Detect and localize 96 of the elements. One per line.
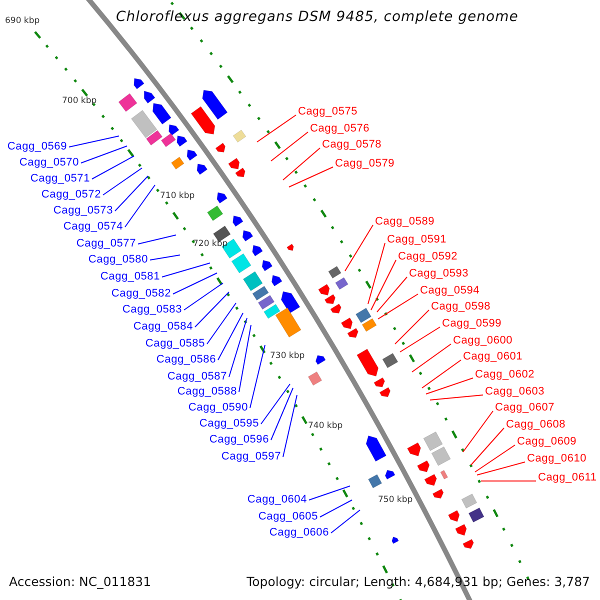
gene-label: Cagg_0600 xyxy=(453,334,513,348)
gene-label: Cagg_0606 xyxy=(269,526,329,540)
leader-line xyxy=(474,444,516,472)
gene-label: Cagg_0607 xyxy=(495,402,555,414)
gene-label: Cagg_0609 xyxy=(517,436,577,448)
position-label: 700 kbp xyxy=(62,96,97,106)
gene-label: Cagg_0595 xyxy=(199,418,259,430)
gene-label: Cagg_0569 xyxy=(7,140,67,154)
gene-label: Cagg_0580 xyxy=(88,254,148,266)
gene-label: Cagg_0582 xyxy=(111,288,171,300)
gene-label: Cagg_0578 xyxy=(322,138,382,152)
gene-label: Cagg_0605 xyxy=(258,510,318,524)
leader-line xyxy=(308,486,350,500)
leader-line xyxy=(462,410,494,452)
gene-label: Cagg_0589 xyxy=(375,216,435,228)
gene-label: Cagg_0587 xyxy=(167,370,227,384)
leader-line xyxy=(256,114,296,142)
gene-label: Cagg_0570 xyxy=(19,156,79,170)
gene-label: Cagg_0572 xyxy=(41,188,101,202)
leader-line xyxy=(470,428,504,466)
leader-line xyxy=(206,302,236,344)
title: Chloroflexus aggregans DSM 9485, complete genome xyxy=(116,9,518,25)
leader-line xyxy=(378,294,418,320)
leader-line xyxy=(172,272,218,294)
leader-line xyxy=(394,310,430,344)
gene-label: Cagg_0579 xyxy=(335,158,395,170)
position-label: 690 kbp xyxy=(5,16,40,26)
gene-label: Cagg_0585 xyxy=(145,338,205,350)
leader-line xyxy=(320,500,352,518)
gene-label: Cagg_0596 xyxy=(209,434,269,446)
gene-label: Cagg_0611 xyxy=(538,472,597,484)
leader-line xyxy=(124,184,156,228)
leader-line xyxy=(228,318,248,378)
gene-label: Cagg_0591 xyxy=(387,234,447,246)
leader-line xyxy=(376,276,408,312)
gene-label: Cagg_0601 xyxy=(463,350,523,364)
leader-line xyxy=(480,480,536,482)
leader-line xyxy=(114,176,148,212)
leader-line xyxy=(368,242,386,304)
leader-line xyxy=(282,394,298,458)
gene-label: Cagg_0599 xyxy=(442,318,502,330)
leader-line xyxy=(370,260,396,310)
accession-text: Accession: NC_011831 xyxy=(9,574,152,589)
gene-label: Cagg_0597 xyxy=(221,450,281,464)
leader-line xyxy=(400,326,440,352)
gene-label: Cagg_0602 xyxy=(475,368,535,382)
leader-line xyxy=(150,254,180,260)
leader-line xyxy=(92,156,134,180)
leader-line xyxy=(238,324,252,392)
leader-line xyxy=(138,234,176,244)
gene-label: Cagg_0575 xyxy=(298,106,358,118)
leader-line xyxy=(218,312,244,360)
leader-line xyxy=(412,344,452,372)
gene-label: Cagg_0571 xyxy=(30,172,90,186)
position-label: 720 kbp xyxy=(193,239,228,249)
leader-line xyxy=(288,166,334,188)
leader-line xyxy=(422,360,462,388)
gene-label: Cagg_0598 xyxy=(431,300,491,314)
gene-label: Cagg_0608 xyxy=(506,418,566,432)
gene-label: Cagg_0576 xyxy=(310,122,370,136)
leader-line xyxy=(102,168,142,196)
gene-label: Cagg_0603 xyxy=(485,386,545,398)
gene-label: Cagg_0586 xyxy=(156,354,216,366)
leader-line xyxy=(344,224,374,272)
gene-label: Cagg_0610 xyxy=(527,452,587,466)
leader-line xyxy=(184,282,224,310)
gene-label: Cagg_0590 xyxy=(188,402,248,414)
leader-line xyxy=(68,136,120,148)
leader-line xyxy=(260,384,290,424)
leader-line xyxy=(476,462,526,476)
leader-line xyxy=(250,344,266,408)
genome-info-text: Topology: circular; Length: 4,684,931 bp; Genes: 3,787 xyxy=(246,574,590,589)
gene-label: Cagg_0592 xyxy=(398,250,458,264)
leader-line xyxy=(426,378,474,394)
position-label: 740 kbp xyxy=(308,421,343,431)
leader-line xyxy=(282,148,320,180)
position-label: 750 kbp xyxy=(378,495,413,505)
gene-label: Cagg_0593 xyxy=(409,268,469,280)
leader-line xyxy=(330,510,360,534)
leader-line xyxy=(430,394,484,400)
gene-label: Cagg_0573 xyxy=(53,204,113,218)
leader-line xyxy=(162,262,210,278)
leader-line xyxy=(80,146,128,164)
leader-line xyxy=(270,388,294,440)
gene-label: Cagg_0594 xyxy=(420,284,480,298)
gene-label: Cagg_0574 xyxy=(63,220,123,234)
gene-label: Cagg_0588 xyxy=(177,386,237,398)
leader-line xyxy=(194,292,230,328)
gene-label: Cagg_0581 xyxy=(100,270,160,284)
gene-label: Cagg_0583 xyxy=(122,304,182,316)
position-label: 730 kbp xyxy=(270,351,305,361)
gene-label: Cagg_0577 xyxy=(76,238,136,250)
position-label: 710 kbp xyxy=(160,191,195,201)
gene-label: Cagg_0584 xyxy=(133,320,193,334)
leader-line xyxy=(270,132,308,162)
gene-label: Cagg_0604 xyxy=(247,494,307,506)
